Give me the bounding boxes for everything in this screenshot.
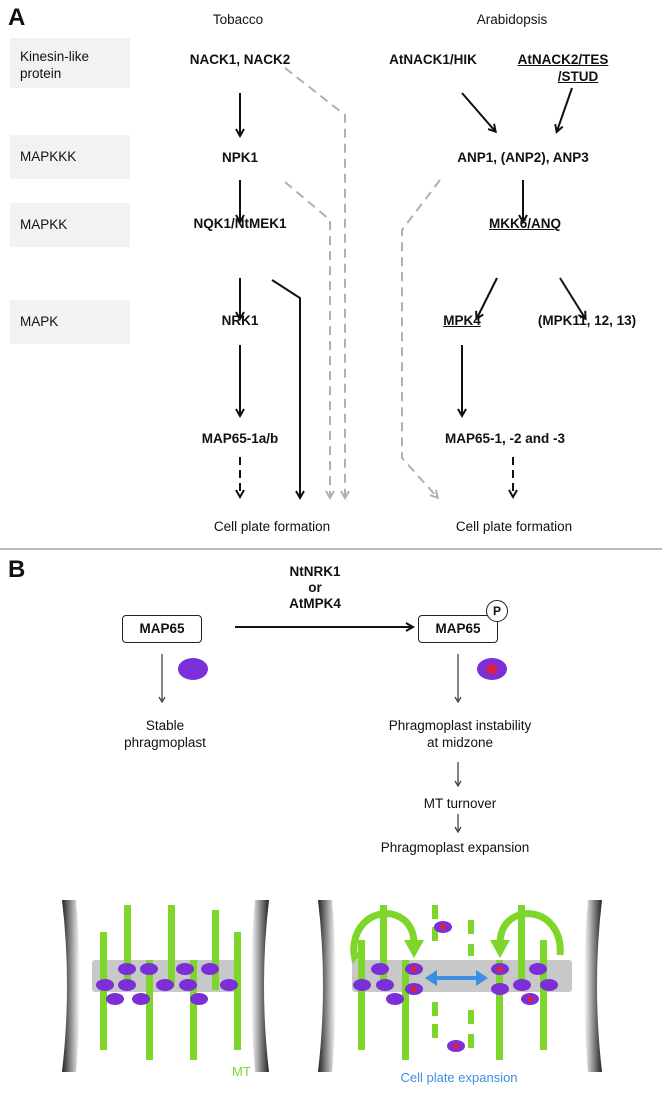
- arrow-atnack2-anp: [557, 87, 573, 131]
- kinase-line3: AtMPK4: [289, 596, 341, 611]
- cell-plate-expansion-label: Cell plate expansion: [400, 1070, 518, 1085]
- arrow-mkk6-mpk4: [477, 277, 498, 318]
- arabidopsis-mapkkk: ANP1, (ANP2), ANP3: [457, 150, 589, 165]
- arrow-atnack1-anp: [461, 92, 495, 131]
- panel-b-letter: B: [8, 556, 26, 583]
- dashed-anp-cellplate: [401, 179, 441, 497]
- map65-box-left: MAP65: [122, 615, 202, 643]
- row-label-mapkk: MAPKK: [20, 217, 68, 232]
- phragmoplast-expansion: Phragmoplast expansion: [380, 840, 530, 855]
- row-label-bg-mapk: [10, 300, 130, 344]
- map65-protein-icon: [178, 658, 208, 680]
- arrow-mkk6-mpk11: [559, 277, 585, 318]
- expanding-phragmoplast-diagram: [318, 900, 602, 1072]
- instability-line2: at midzone: [426, 735, 494, 750]
- dashed-nack-cellplate: [284, 67, 345, 497]
- kinase-line2: or: [308, 580, 322, 595]
- row-label-kinesin: Kinesin-like protein: [20, 49, 90, 81]
- panel-a-letter: A: [8, 4, 26, 31]
- phospho-mark: ✱: [485, 662, 498, 679]
- tobacco-kinesin: NACK1, NACK2: [189, 52, 291, 67]
- mt-label: MT: [232, 1064, 251, 1079]
- stable-line2: phragmoplast: [124, 735, 206, 750]
- dashed-npk1-cellplate: [284, 181, 330, 497]
- arrow-nqk1-cellplate: [271, 279, 300, 497]
- kinase-line1: NtNRK1: [289, 564, 341, 579]
- map65-box-right: MAP65: [418, 615, 498, 643]
- row-label-bg-mapkkk: [10, 135, 130, 179]
- instability-line1: Phragmoplast instability: [388, 718, 532, 733]
- row-label-bg-mapkk: [10, 203, 130, 247]
- row-label-bg-kinesin: [10, 38, 130, 88]
- phospho-map65-icon: [477, 658, 507, 680]
- arabidopsis-kinesin-2-line2: /STUD: [557, 69, 599, 84]
- phosphate-badge: P: [486, 600, 508, 622]
- tobacco-outcome: Cell plate formation: [213, 519, 331, 534]
- row-label-mapkkk: MAPKKK: [20, 149, 77, 164]
- arabidopsis-map65: MAP65-1, -2 and -3: [444, 431, 566, 446]
- arabidopsis-kinesin-1: AtNACK1/HIK: [389, 52, 477, 67]
- tobacco-mapkkk: NPK1: [221, 150, 259, 165]
- arabidopsis-kinesin-2-line1: AtNACK2/TES: [517, 52, 609, 67]
- arabidopsis-mapk-1: MPK4: [443, 313, 481, 328]
- arabidopsis-mapk-2: (MPK11, 12, 13): [537, 313, 637, 328]
- stable-phragmoplast-diagram: [62, 900, 269, 1072]
- stable-line1: Stable: [145, 718, 185, 733]
- arabidopsis-outcome: Cell plate formation: [455, 519, 573, 534]
- row-label-mapk: MAPK: [20, 314, 59, 329]
- tobacco-map65: MAP65-1a/b: [201, 431, 279, 446]
- column-header-arabidopsis: Arabidopsis: [476, 12, 548, 27]
- column-header-tobacco: Tobacco: [212, 12, 264, 27]
- mt-turnover: MT turnover: [423, 796, 497, 811]
